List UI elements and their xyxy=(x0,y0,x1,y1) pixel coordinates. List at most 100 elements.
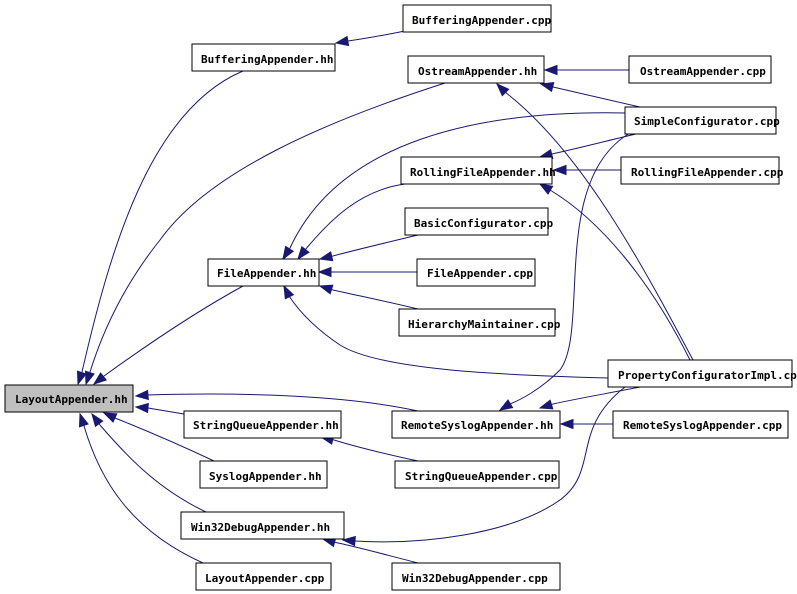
svg-text:LayoutAppender.hh: LayoutAppender.hh xyxy=(15,393,128,406)
node-rollingfileappender-hh[interactable]: RollingFileAppender.hh xyxy=(400,156,556,185)
node-win32debugappender-cpp[interactable]: Win32DebugAppender.cpp xyxy=(391,562,561,591)
arrowhead-icon xyxy=(318,284,334,295)
svg-text:RemoteSyslogAppender.cpp: RemoteSyslogAppender.cpp xyxy=(623,419,782,432)
node-ostreamappender-hh[interactable]: OstreamAppender.hh xyxy=(407,55,545,84)
arrowhead-icon xyxy=(76,370,87,386)
svg-text:RollingFileAppender.cpp: RollingFileAppender.cpp xyxy=(631,166,784,179)
edge-rollingfileappender-hh-to-fileappender-hh xyxy=(297,183,406,261)
node-propertyconfiguratorimpl-cpp[interactable]: PropertyConfiguratorImpl.cpp xyxy=(607,359,797,388)
edge-line xyxy=(99,424,207,513)
node-basicconfigurator-cpp[interactable]: BasicConfigurator.cpp xyxy=(404,207,553,236)
node-fileappender-hh[interactable]: FileAppender.hh xyxy=(207,258,320,287)
arrowhead-icon xyxy=(498,399,514,411)
node-ostreamappender-cpp[interactable]: OstreamAppender.cpp xyxy=(628,55,772,84)
edge-basicconfigurator-cpp-to-fileappender-hh xyxy=(318,234,419,262)
node-remotesyslogappender-cpp[interactable]: RemoteSyslogAppender.cpp xyxy=(612,410,789,439)
edge-line xyxy=(288,295,609,379)
edge-stringqueueappender-hh-to-layoutappender-hh xyxy=(134,402,185,415)
edge-line xyxy=(552,86,641,108)
edge-propertyconfiguratorimpl-cpp-to-rollingfileappender-hh xyxy=(538,183,691,361)
arrowhead-icon xyxy=(92,372,108,385)
node-syslogappender-hh[interactable]: SyslogAppender.hh xyxy=(199,460,328,489)
edge-line xyxy=(114,417,215,462)
svg-text:FileAppender.cpp: FileAppender.cpp xyxy=(427,267,533,280)
edge-line xyxy=(332,234,419,257)
svg-text:OstreamAppender.cpp: OstreamAppender.cpp xyxy=(640,65,766,78)
svg-text:BasicConfigurator.cpp: BasicConfigurator.cpp xyxy=(414,217,553,230)
node-stringqueueappender-cpp[interactable]: StringQueueAppender.cpp xyxy=(394,460,560,489)
node-bufferingappender-cpp[interactable]: BufferingAppender.cpp xyxy=(402,4,552,33)
arrowhead-icon xyxy=(84,370,95,386)
svg-text:RemoteSyslogAppender.hh: RemoteSyslogAppender.hh xyxy=(401,419,553,432)
node-simpleconfigurator-cpp[interactable]: SimpleConfigurator.cpp xyxy=(624,106,780,135)
edge-ostreamappender-cpp-to-ostreamappender-hh xyxy=(543,64,629,76)
arrowhead-icon xyxy=(282,245,295,261)
svg-text:PropertyConfiguratorImpl.cpp: PropertyConfiguratorImpl.cpp xyxy=(618,369,797,382)
edge-propertyconfiguratorimpl-cpp-to-fileappender-hh xyxy=(283,284,609,379)
arrowhead-icon xyxy=(543,64,558,76)
node-hierarchymaintainer-cpp[interactable]: HierarchyMaintainer.cpp xyxy=(398,308,561,337)
arrowhead-icon xyxy=(134,389,149,401)
node-stringqueueappender-hh[interactable]: StringQueueAppender.hh xyxy=(183,410,342,439)
svg-text:Win32DebugAppender.cpp: Win32DebugAppender.cpp xyxy=(402,572,548,585)
edge-line xyxy=(509,132,631,405)
node-bufferingappender-hh[interactable]: BufferingAppender.hh xyxy=(191,43,336,72)
svg-text:HierarchyMaintainer.cpp: HierarchyMaintainer.cpp xyxy=(408,318,561,331)
edge-rollingfileappender-cpp-to-rollingfileappender-hh xyxy=(552,164,621,176)
edge-line xyxy=(89,82,446,373)
nodes-layer: LayoutAppender.hh BufferingAppender.hh B… xyxy=(4,4,797,591)
edge-line xyxy=(354,386,626,543)
edge-syslogappender-hh-to-layoutappender-hh xyxy=(102,412,215,462)
edge-line xyxy=(81,70,244,373)
arrowhead-icon xyxy=(539,81,555,93)
edge-line xyxy=(337,542,419,564)
arrowhead-icon xyxy=(552,164,567,176)
edge-propertyconfiguratorimpl-cpp-to-remotesyslogappender-hh xyxy=(538,386,641,410)
edge-simpleconfigurator-cpp-to-rollingfileappender-hh xyxy=(538,132,641,160)
svg-text:SyslogAppender.hh: SyslogAppender.hh xyxy=(209,470,322,483)
arrowhead-icon xyxy=(318,251,334,262)
svg-text:Win32DebugAppender.hh: Win32DebugAppender.hh xyxy=(191,521,330,534)
node-layoutappender-cpp[interactable]: LayoutAppender.cpp xyxy=(195,562,332,591)
arrowhead-icon xyxy=(559,418,574,430)
edge-line xyxy=(147,407,185,415)
node-win32debugappender-hh[interactable]: Win32DebugAppender.hh xyxy=(180,511,345,540)
arrowhead-icon xyxy=(78,412,89,428)
edge-remotesyslogappender-cpp-to-remotesyslogappender-hh xyxy=(559,418,613,430)
edge-ostreamappender-hh-to-layoutappender-hh xyxy=(84,82,446,386)
edge-line xyxy=(83,425,204,564)
arrowhead-icon xyxy=(91,412,104,428)
edge-simpleconfigurator-cpp-to-fileappender-hh xyxy=(282,112,626,261)
edge-fileappender-hh-to-layoutappender-hh xyxy=(92,285,244,385)
node-remotesyslogappender-hh[interactable]: RemoteSyslogAppender.hh xyxy=(391,410,561,439)
edge-simpleconfigurator-cpp-to-remotesyslogappender-hh xyxy=(498,132,631,411)
edge-hierarchymaintainer-cpp-to-fileappender-hh xyxy=(318,284,419,310)
arrowhead-icon xyxy=(297,245,310,261)
edge-line xyxy=(147,393,419,412)
edge-line-tail xyxy=(103,375,105,377)
edge-remotesyslogappender-hh-to-layoutappender-hh xyxy=(134,389,419,412)
svg-text:StringQueueAppender.cpp: StringQueueAppender.cpp xyxy=(405,470,558,483)
arrowhead-icon xyxy=(283,284,295,300)
svg-text:SimpleConfigurator.cpp: SimpleConfigurator.cpp xyxy=(634,115,780,128)
edge-bufferingappender-cpp-to-bufferingappender-hh xyxy=(334,30,406,47)
svg-text:StringQueueAppender.hh: StringQueueAppender.hh xyxy=(193,419,339,432)
svg-text:BufferingAppender.hh: BufferingAppender.hh xyxy=(201,53,333,66)
arrowhead-icon xyxy=(538,183,554,195)
arrowhead-icon xyxy=(538,399,554,410)
edge-line xyxy=(332,289,419,310)
edge-line-tail xyxy=(98,423,101,426)
arrowhead-icon xyxy=(317,266,332,278)
edge-line xyxy=(103,285,244,377)
svg-text:RollingFileAppender.hh: RollingFileAppender.hh xyxy=(410,166,556,179)
svg-text:BufferingAppender.cpp: BufferingAppender.cpp xyxy=(412,14,551,27)
arrowhead-icon xyxy=(102,412,118,423)
svg-text:LayoutAppender.cpp: LayoutAppender.cpp xyxy=(205,572,325,585)
node-rollingfileappender-cpp[interactable]: RollingFileAppender.cpp xyxy=(620,156,784,185)
node-layoutappender-hh[interactable]: LayoutAppender.hh xyxy=(4,384,134,413)
edge-bufferingappender-hh-to-layoutappender-hh xyxy=(76,70,244,386)
edge-line xyxy=(549,189,691,361)
edge-line xyxy=(289,112,626,249)
node-fileappender-cpp[interactable]: FileAppender.cpp xyxy=(416,258,536,287)
